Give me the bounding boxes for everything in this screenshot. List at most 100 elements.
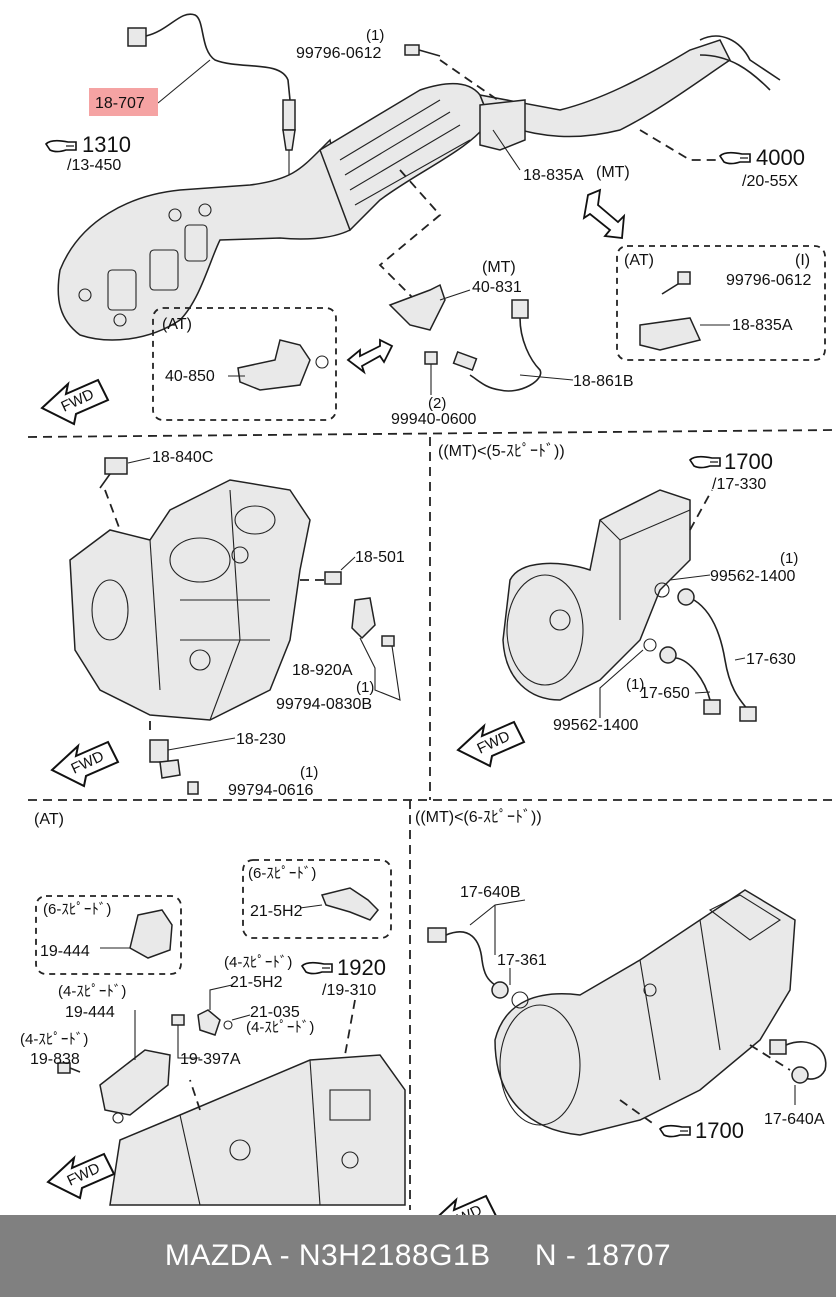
label-99794-0830b: 99794-0830B — [276, 696, 372, 713]
label-ref-1700-6speed: 1700 — [695, 1118, 744, 1143]
label-17650: 17-650 — [640, 685, 690, 702]
sensor-18920a — [351, 597, 376, 640]
label-at-99796-0612: 99796-0612 — [726, 272, 812, 289]
label-18707: 18-707 — [95, 95, 145, 112]
at-section — [35, 859, 406, 1206]
o2-sensor-18707 — [127, 13, 296, 151]
at-box-right — [616, 245, 826, 361]
label-18835a: 18-835A — [523, 167, 584, 184]
mt6-header: ((MT)<(6-ｽﾋﾟｰﾄﾞ)) — [415, 808, 542, 826]
label-215h2: 21-5H2 — [230, 974, 283, 991]
bolt-19397a — [171, 1014, 185, 1026]
label-99562-1400-b: 99562-1400 — [553, 717, 639, 734]
label-99794-0616: 99794-0616 — [228, 782, 314, 799]
switch-17630 — [677, 588, 757, 722]
label-4speed-tag-c: (4-ｽﾋﾟｰﾄﾞ) — [246, 1019, 314, 1036]
at-6speed-box-right — [242, 859, 392, 939]
label-4speed-tag-b: (4-ｽﾋﾟｰﾄﾞ) — [58, 983, 126, 1000]
label-at-left: (AT) — [162, 316, 192, 333]
label-gasket2-qty: (1) — [626, 676, 644, 693]
mt6-section — [427, 889, 827, 1241]
sensor-18501 — [324, 571, 342, 585]
bolt-19838 — [57, 1062, 81, 1074]
at-transmission — [109, 1054, 406, 1206]
label-19397a: 19-397A — [180, 1051, 241, 1068]
at-bolt-99796-0612 — [661, 271, 691, 295]
label-6speed-tag-left: (6-ｽﾋﾟｰﾄﾞ) — [43, 901, 111, 918]
sensor-18230 — [149, 739, 181, 779]
label-19838: 19-838 — [30, 1051, 80, 1068]
engine-section — [51, 457, 401, 795]
label-19444-6speed: 19-444 — [40, 943, 90, 960]
switch-19444 — [99, 1049, 171, 1124]
label-ref-1310: 1310 — [82, 132, 131, 157]
label-4speed-tag-a: (4-ｽﾋﾟｰﾄﾞ) — [224, 954, 292, 971]
gasket-99562-1400-b — [643, 638, 657, 652]
exhaust-pipe — [478, 39, 731, 138]
switch-17640b — [427, 927, 496, 986]
label-18920a: 18-920A — [292, 662, 353, 679]
label-at-right: (AT) — [624, 252, 654, 269]
mt5-header: ((MT)<(5-ｽﾋﾟｰﾄﾞ)) — [438, 442, 565, 460]
label-99940-0600: 99940-0600 — [391, 411, 477, 428]
mt6-transmission — [494, 889, 796, 1136]
footer-text: MAZDA - N3H2188G1B N - 18707 — [164, 1239, 672, 1272]
label-99562-1400-a: 99562-1400 — [710, 568, 796, 585]
label-18501: 18-501 — [355, 549, 405, 566]
sensor-215h2 — [197, 1009, 221, 1036]
mt5-section — [457, 489, 757, 767]
bolt-99796-0612 — [404, 44, 441, 57]
reference-hand-icon — [689, 455, 721, 469]
label-18230: 18-230 — [236, 731, 286, 748]
sensor-215h2-6speed — [320, 887, 380, 921]
label-18835a-mt: (MT) — [596, 164, 630, 181]
label-engine-bolt-qty: (1) — [356, 679, 374, 696]
label-engine-bolt2-qty: (1) — [300, 764, 318, 781]
exhaust-manifold — [57, 138, 351, 341]
label-ref-4000-sub: /20-55X — [742, 173, 798, 190]
reference-hand-icon — [659, 1124, 691, 1138]
label-ref-1920: 1920 — [337, 955, 386, 980]
at-6speed-box-left — [35, 895, 182, 975]
at-bracket-18835a — [639, 317, 702, 351]
label-18840c: 18-840C — [152, 449, 213, 466]
label-bolt-qty: (1) — [366, 27, 384, 44]
label-at-18835a: 18-835A — [732, 317, 793, 334]
switch-17650 — [659, 646, 721, 715]
label-nut-qty: (2) — [428, 395, 446, 412]
label-ref-4000: 4000 — [756, 145, 805, 170]
label-17361: 17-361 — [497, 952, 547, 969]
reference-hand-icon — [45, 139, 77, 153]
label-ref-1920-sub: /19-310 — [322, 982, 376, 999]
label-99796-0612: 99796-0612 — [296, 45, 382, 62]
switch-17640a — [769, 1039, 827, 1084]
bracket-18835a-mt — [479, 99, 526, 151]
bracket-40831 — [388, 283, 471, 331]
label-17640b: 17-640B — [460, 884, 521, 901]
label-mt-tag: (MT) — [482, 259, 516, 276]
label-ref-1310-sub: /13-450 — [67, 157, 121, 174]
label-at-bolt-qty: (I) — [795, 252, 810, 269]
label-21035: 21-035 — [250, 1004, 300, 1021]
oring-21035 — [223, 1020, 233, 1030]
label-17630: 17-630 — [746, 651, 796, 668]
reference-hand-icon — [301, 961, 333, 975]
bolt-99794-0616 — [187, 781, 199, 795]
label-ref-1700-sub: /17-330 — [712, 476, 766, 493]
label-ref-1700: 1700 — [724, 449, 773, 474]
mt5-transmission — [502, 489, 691, 701]
bolt-99794-0830b — [381, 635, 395, 647]
mt-at-swap-arrow — [582, 188, 626, 240]
parts-diagram: 18-707 (1) 99796-0612 1310 /13-450 18-83… — [20, 13, 836, 1241]
sensor-18840c — [99, 457, 128, 489]
label-40831: 40-831 — [472, 279, 522, 296]
label-gasket-qty: (1) — [780, 550, 798, 567]
exhaust-section — [41, 13, 826, 425]
at-swap-arrow-left — [346, 338, 394, 375]
part-number-footer: MAZDA - N3H2188G1B N - 18707 — [0, 1215, 836, 1297]
at-box-left — [152, 307, 337, 421]
bracket-40850 — [237, 339, 329, 391]
nut-99940-0600 — [424, 351, 438, 395]
switch-17361 — [491, 981, 529, 1009]
o2-sensor-18861b — [452, 299, 542, 392]
